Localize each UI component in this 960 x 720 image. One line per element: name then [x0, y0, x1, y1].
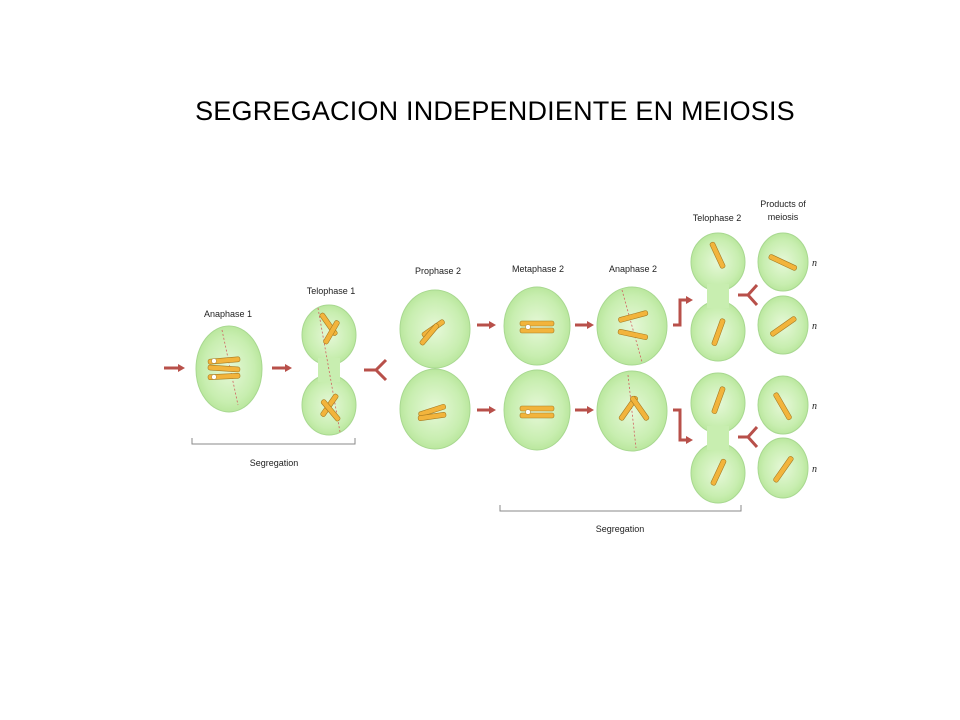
label-prophase-2: Prophase 2	[415, 266, 461, 276]
telophase-2-cell-bottom	[690, 372, 746, 504]
label-telophase-2: Telophase 2	[693, 213, 742, 223]
metaphase-2-cell-bottom	[503, 369, 571, 451]
product-cell-3	[757, 375, 809, 435]
product-cell-1	[757, 232, 809, 292]
prophase-2-cell-bottom	[399, 368, 471, 450]
segregation-bracket-2	[499, 505, 742, 512]
segregation-label-2: Segregation	[596, 524, 645, 534]
telophase-1-cell	[301, 304, 357, 436]
label-metaphase-2: Metaphase 2	[512, 264, 564, 274]
label-anaphase-2: Anaphase 2	[609, 264, 657, 274]
label-anaphase-1: Anaphase 1	[204, 309, 252, 319]
product-cell-4	[757, 437, 809, 499]
anaphase-2-cell-top	[596, 286, 668, 366]
ploidy-label-1: n	[812, 258, 817, 269]
segregation-label-1: Segregation	[250, 458, 299, 468]
arrow-icon	[164, 364, 185, 372]
label-telophase-1: Telophase 1	[307, 286, 356, 296]
label-products-line1: Products of	[760, 199, 806, 209]
label-products-line2: meiosis	[768, 212, 799, 222]
split-arrow-icon	[738, 425, 759, 449]
split-arrow-icon	[738, 283, 759, 307]
anaphase-1-cell	[195, 325, 263, 413]
anaphase-2-cell-bottom	[596, 370, 668, 452]
metaphase-2-cell-top	[503, 286, 571, 366]
arrow-icon	[575, 406, 594, 414]
ploidy-label-4: n	[812, 464, 817, 475]
arrow-icon	[477, 321, 496, 329]
bent-arrow-icon	[673, 296, 693, 327]
arrow-icon	[272, 364, 292, 372]
product-cell-2	[757, 295, 809, 355]
arrow-icon	[477, 406, 496, 414]
segregation-bracket-1	[191, 438, 356, 445]
ploidy-label-3: n	[812, 401, 817, 412]
split-arrow-icon	[364, 358, 388, 382]
bent-arrow-icon	[673, 408, 693, 444]
page-title: SEGREGACION INDEPENDIENTE EN MEIOSIS	[195, 96, 795, 126]
ploidy-label-2: n	[812, 321, 817, 332]
prophase-2-cell-top	[399, 289, 471, 369]
telophase-2-cell-top	[690, 232, 746, 362]
arrow-icon	[575, 321, 594, 329]
